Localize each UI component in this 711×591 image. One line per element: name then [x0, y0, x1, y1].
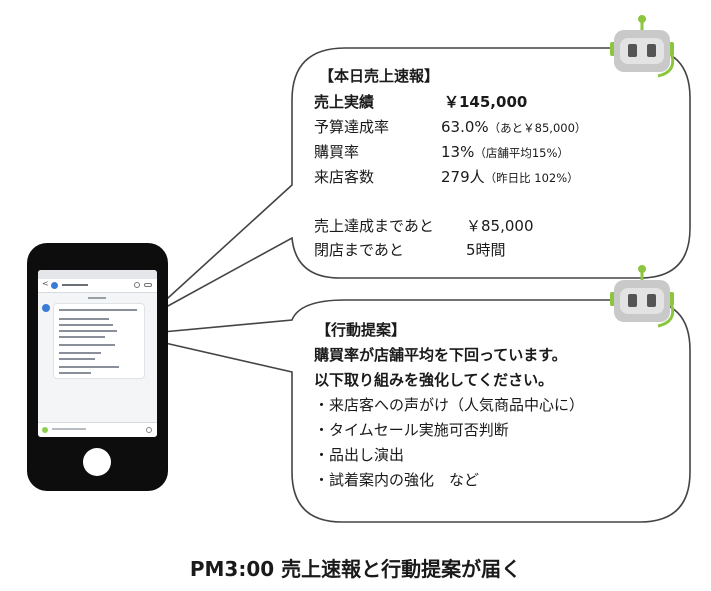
chat-header: < — [38, 279, 157, 293]
budget-value: 63.0% — [441, 118, 489, 136]
proposal-item: ・タイムセール実施可否判断 — [314, 421, 509, 439]
chat-avatar — [51, 282, 58, 289]
visitors-note: （昨日比 102%） — [484, 171, 579, 185]
purchase-note: （店舗平均15%） — [474, 146, 569, 160]
remaining-sales-label: 売上達成まであと — [314, 217, 434, 235]
chat-date-placeholder — [88, 297, 106, 299]
proposal-lead-line1: 購買率が店舗平均を下回っています。 — [314, 346, 567, 364]
proposal-item: ・試着案内の強化 など — [314, 471, 480, 489]
proposal-item: ・品出し演出 — [314, 446, 405, 464]
smartphone-icon: < — [27, 243, 168, 491]
plus-icon — [42, 427, 48, 433]
phone-status-bar — [38, 270, 157, 279]
search-icon — [134, 282, 140, 288]
sales-label: 売上実績 — [314, 93, 375, 111]
message-bubble — [53, 303, 145, 379]
visitors-value-group: 279人（昨日比 102%） — [441, 165, 579, 190]
mic-icon — [146, 427, 152, 433]
robot-icon — [610, 265, 675, 328]
purchase-value: 13% — [441, 143, 475, 161]
menu-icon — [144, 283, 152, 287]
purchase-value-group: 13%（店舗平均15%） — [441, 140, 569, 165]
purchase-label: 購買率 — [314, 143, 360, 161]
sales-value: ￥145,000 — [444, 93, 528, 111]
proposal-title: 【行動提案】 — [316, 321, 407, 339]
proposal-item: ・来店客への声がけ（人気商品中心に） — [314, 396, 585, 414]
phone-screen: < — [38, 270, 157, 437]
report-callout-bubble — [145, 47, 691, 319]
proposal-lead-line2: 以下取り組みを強化してください。 — [314, 371, 554, 389]
visitors-value: 279人 — [441, 168, 485, 186]
visitors-label: 来店客数 — [314, 168, 375, 186]
chat-input-placeholder — [52, 428, 86, 430]
closing-value: 5時間 — [466, 241, 506, 259]
remaining-sales-value: ￥85,000 — [466, 217, 534, 235]
home-button — [83, 448, 111, 476]
budget-value-group: 63.0%（あと￥85,000） — [441, 115, 586, 140]
chat-name-placeholder — [62, 284, 88, 286]
robot-icon — [610, 15, 675, 78]
report-title: 【本日売上速報】 — [319, 67, 440, 85]
back-icon: < — [42, 279, 49, 288]
message-avatar — [42, 304, 50, 312]
budget-note: （あと￥85,000） — [488, 121, 587, 135]
proposal-callout-bubble — [129, 299, 691, 523]
budget-label: 予算達成率 — [314, 118, 390, 136]
caption: PM3:00 売上速報と行動提案が届く — [189, 557, 522, 581]
closing-label: 閉店まであと — [314, 241, 404, 259]
chat-input-bar — [38, 422, 157, 437]
